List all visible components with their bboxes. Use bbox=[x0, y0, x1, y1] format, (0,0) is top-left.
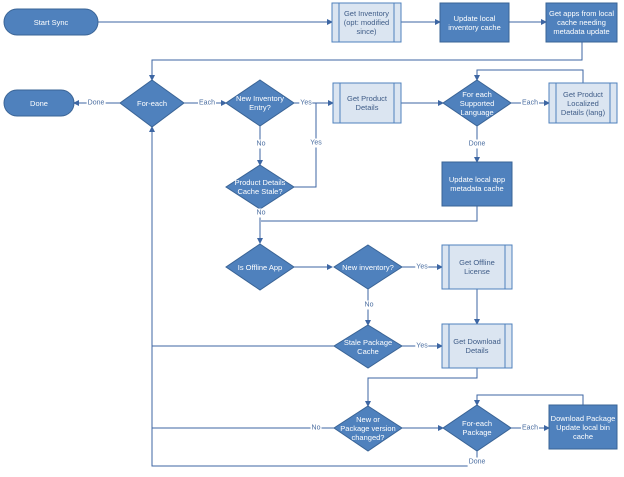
get-product-details-box bbox=[332, 82, 402, 124]
edge-get-apps-to-foreach bbox=[149, 42, 583, 81]
update-app-metadata-box bbox=[441, 161, 513, 207]
edge-label-each-lang: Each bbox=[521, 98, 539, 108]
edge-label-yes-stale: Yes bbox=[309, 138, 323, 148]
edge-label-no-new-inventory: No bbox=[363, 300, 375, 310]
edge-label-no-stale: No bbox=[255, 208, 267, 218]
edge-update-metadata-to-foreach bbox=[261, 206, 478, 222]
edge-label-each-pkg: Each bbox=[521, 423, 539, 433]
get-apps-from-cache-box bbox=[545, 2, 618, 43]
edge-stale-yes bbox=[294, 103, 317, 188]
product-details-stale-diamond bbox=[225, 164, 295, 210]
edge-download-details-to-new-pkg bbox=[365, 368, 478, 407]
foreach-package-diamond bbox=[442, 404, 512, 452]
get-download-details-box bbox=[441, 323, 513, 369]
edge-download-back-to-foreach-pkg bbox=[474, 394, 584, 406]
process-boxes bbox=[439, 2, 618, 450]
start-sync-terminal bbox=[3, 8, 99, 36]
edge-label-done-lang: Done bbox=[467, 139, 487, 149]
edge-label-yes-stale-pkg: Yes bbox=[415, 341, 429, 351]
edge-label-done-pkg: Done bbox=[467, 457, 487, 467]
stale-package-cache-diamond bbox=[333, 324, 403, 369]
decision-diamonds bbox=[119, 79, 512, 452]
foreach-apps-diamond bbox=[119, 79, 185, 128]
edge-label-done-apps: Done bbox=[86, 98, 106, 108]
is-offline-app-diamond bbox=[225, 243, 295, 291]
edge-label-yes-new-entry: Yes bbox=[299, 98, 313, 108]
edge-localized-back-to-foreach-lang bbox=[474, 69, 584, 83]
edge-label-yes-new-inventory: Yes bbox=[415, 262, 429, 272]
done-terminal bbox=[3, 89, 75, 117]
new-inventory-diamond bbox=[333, 244, 403, 290]
download-package-box bbox=[548, 404, 618, 450]
edge-label-each-apps: Each bbox=[198, 98, 216, 108]
update-inventory-cache-box bbox=[439, 2, 510, 43]
get-offline-license-box bbox=[441, 244, 513, 290]
get-localized-details-box bbox=[548, 82, 618, 124]
new-inventory-entry-diamond bbox=[225, 79, 295, 127]
get-inventory-box bbox=[331, 2, 402, 43]
edge-foreach-pkg-done bbox=[149, 126, 478, 467]
new-package-version-diamond bbox=[333, 405, 403, 452]
foreach-language-diamond bbox=[442, 79, 512, 127]
edge-label-no-new-pkg: No bbox=[310, 423, 322, 433]
edge-label-no-new-entry: No bbox=[255, 139, 267, 149]
subprocess-boxes bbox=[331, 2, 618, 369]
